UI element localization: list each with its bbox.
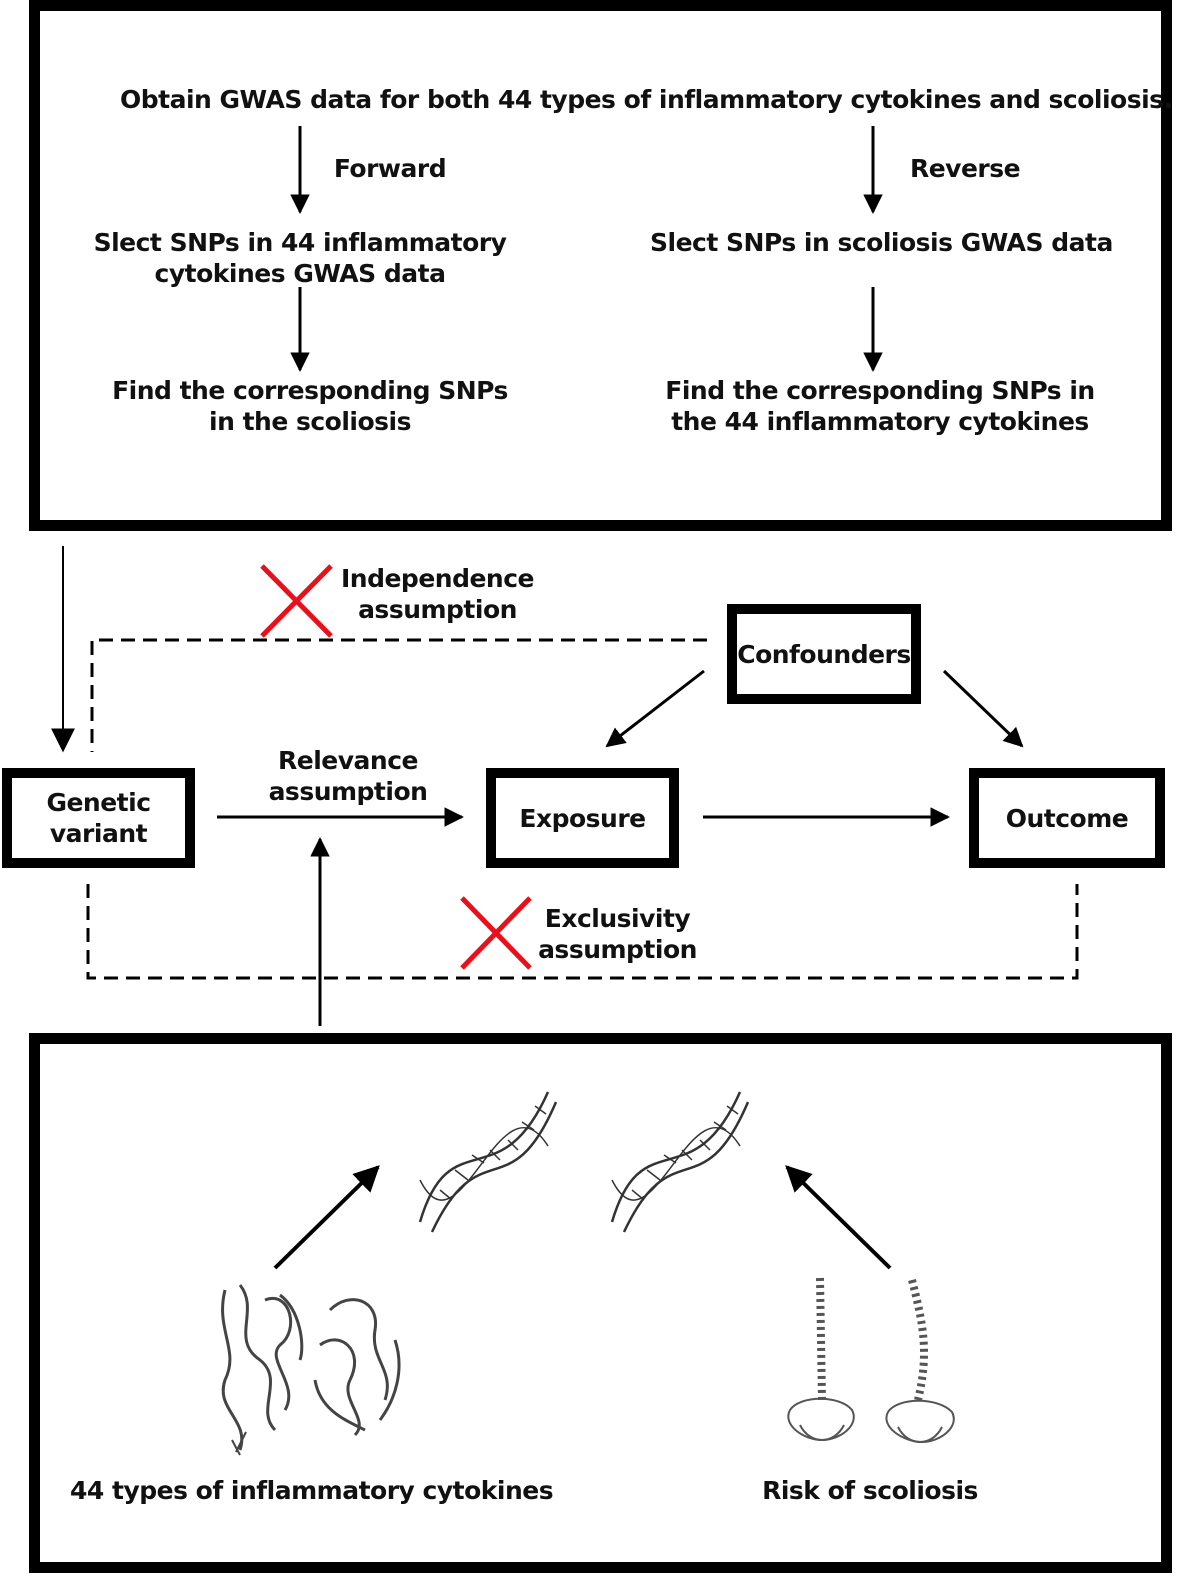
exclusivity-line2: assumption <box>538 935 697 964</box>
exclusivity-assumption-label: Exclusivity assumption <box>535 903 700 965</box>
cytokines-to-dna-arrow <box>273 1165 380 1270</box>
forward-step1-line2: cytokines GWAS data <box>154 259 446 288</box>
relevance-line2: assumption <box>268 777 428 806</box>
independence-cross-icon <box>260 564 333 638</box>
model-arrows <box>51 546 1024 1026</box>
reverse-step1: Slect SNPs in scoliosis GWAS data <box>650 227 1113 258</box>
reverse-step1-line1: Slect SNPs in scoliosis GWAS data <box>650 228 1113 257</box>
exclusivity-dashed-line <box>86 884 1079 980</box>
confounder-to-outcome-arrow <box>942 669 1024 748</box>
forward-step2-line2: in the scoliosis <box>209 407 412 436</box>
dna-helix-icon-right <box>610 1091 750 1233</box>
genetic-variant-box: Genetic variant <box>2 768 195 868</box>
independence-assumption-label: Independence assumption <box>340 563 535 625</box>
source-arrows <box>273 1165 892 1270</box>
relevance-line1: Relevance <box>278 746 418 775</box>
forward-label: Forward <box>333 154 447 183</box>
exclusivity-cross-icon <box>460 896 532 970</box>
independence-line2: assumption <box>358 595 517 624</box>
outcome-box: Outcome <box>969 768 1165 868</box>
workflow-frame <box>29 0 1172 531</box>
scoliosis-label: Risk of scoliosis <box>762 1476 978 1505</box>
dashed-paths <box>86 638 1079 980</box>
spine-icon-straight <box>787 1277 855 1442</box>
cytokines-label: 44 types of inflammatory cytokines <box>70 1476 554 1505</box>
spine-icon-curved <box>885 1279 955 1444</box>
genetic-variant-line2: variant <box>49 819 148 848</box>
cytokine-protein-icon <box>221 1284 401 1456</box>
dna-helix-icon-left <box>418 1091 558 1233</box>
relevance-assumption-label: Relevance assumption <box>258 745 438 807</box>
exclusivity-line1: Exclusivity <box>544 904 691 933</box>
independence-dashed-line <box>90 638 707 752</box>
workflow-header: Obtain GWAS data for both 44 types of in… <box>120 85 1173 114</box>
reverse-step2: Find the corresponding SNPs in the 44 in… <box>650 375 1110 437</box>
workflow-arrows <box>290 126 883 372</box>
sources-frame <box>29 1033 1172 1573</box>
reverse-step2-line2: the 44 inflammatory cytokines <box>671 407 1089 436</box>
exposure-box: Exposure <box>486 768 679 868</box>
confounders-box: Confounders <box>727 604 921 704</box>
forward-step2-line1: Find the corresponding SNPs <box>112 376 508 405</box>
scoliosis-to-dna-arrow <box>785 1165 892 1270</box>
forward-step1-line1: Slect SNPs in 44 inflammatory <box>93 228 507 257</box>
confounder-to-exposure-arrow <box>605 669 705 748</box>
forward-step2: Find the corresponding SNPs in the scoli… <box>80 375 540 437</box>
forward-step1: Slect SNPs in 44 inflammatory cytokines … <box>80 227 520 289</box>
independence-line1: Independence <box>340 564 535 593</box>
reverse-label: Reverse <box>909 154 1021 183</box>
genetic-variant-line1: Genetic <box>46 788 151 817</box>
reverse-step2-line1: Find the corresponding SNPs in <box>665 376 1095 405</box>
